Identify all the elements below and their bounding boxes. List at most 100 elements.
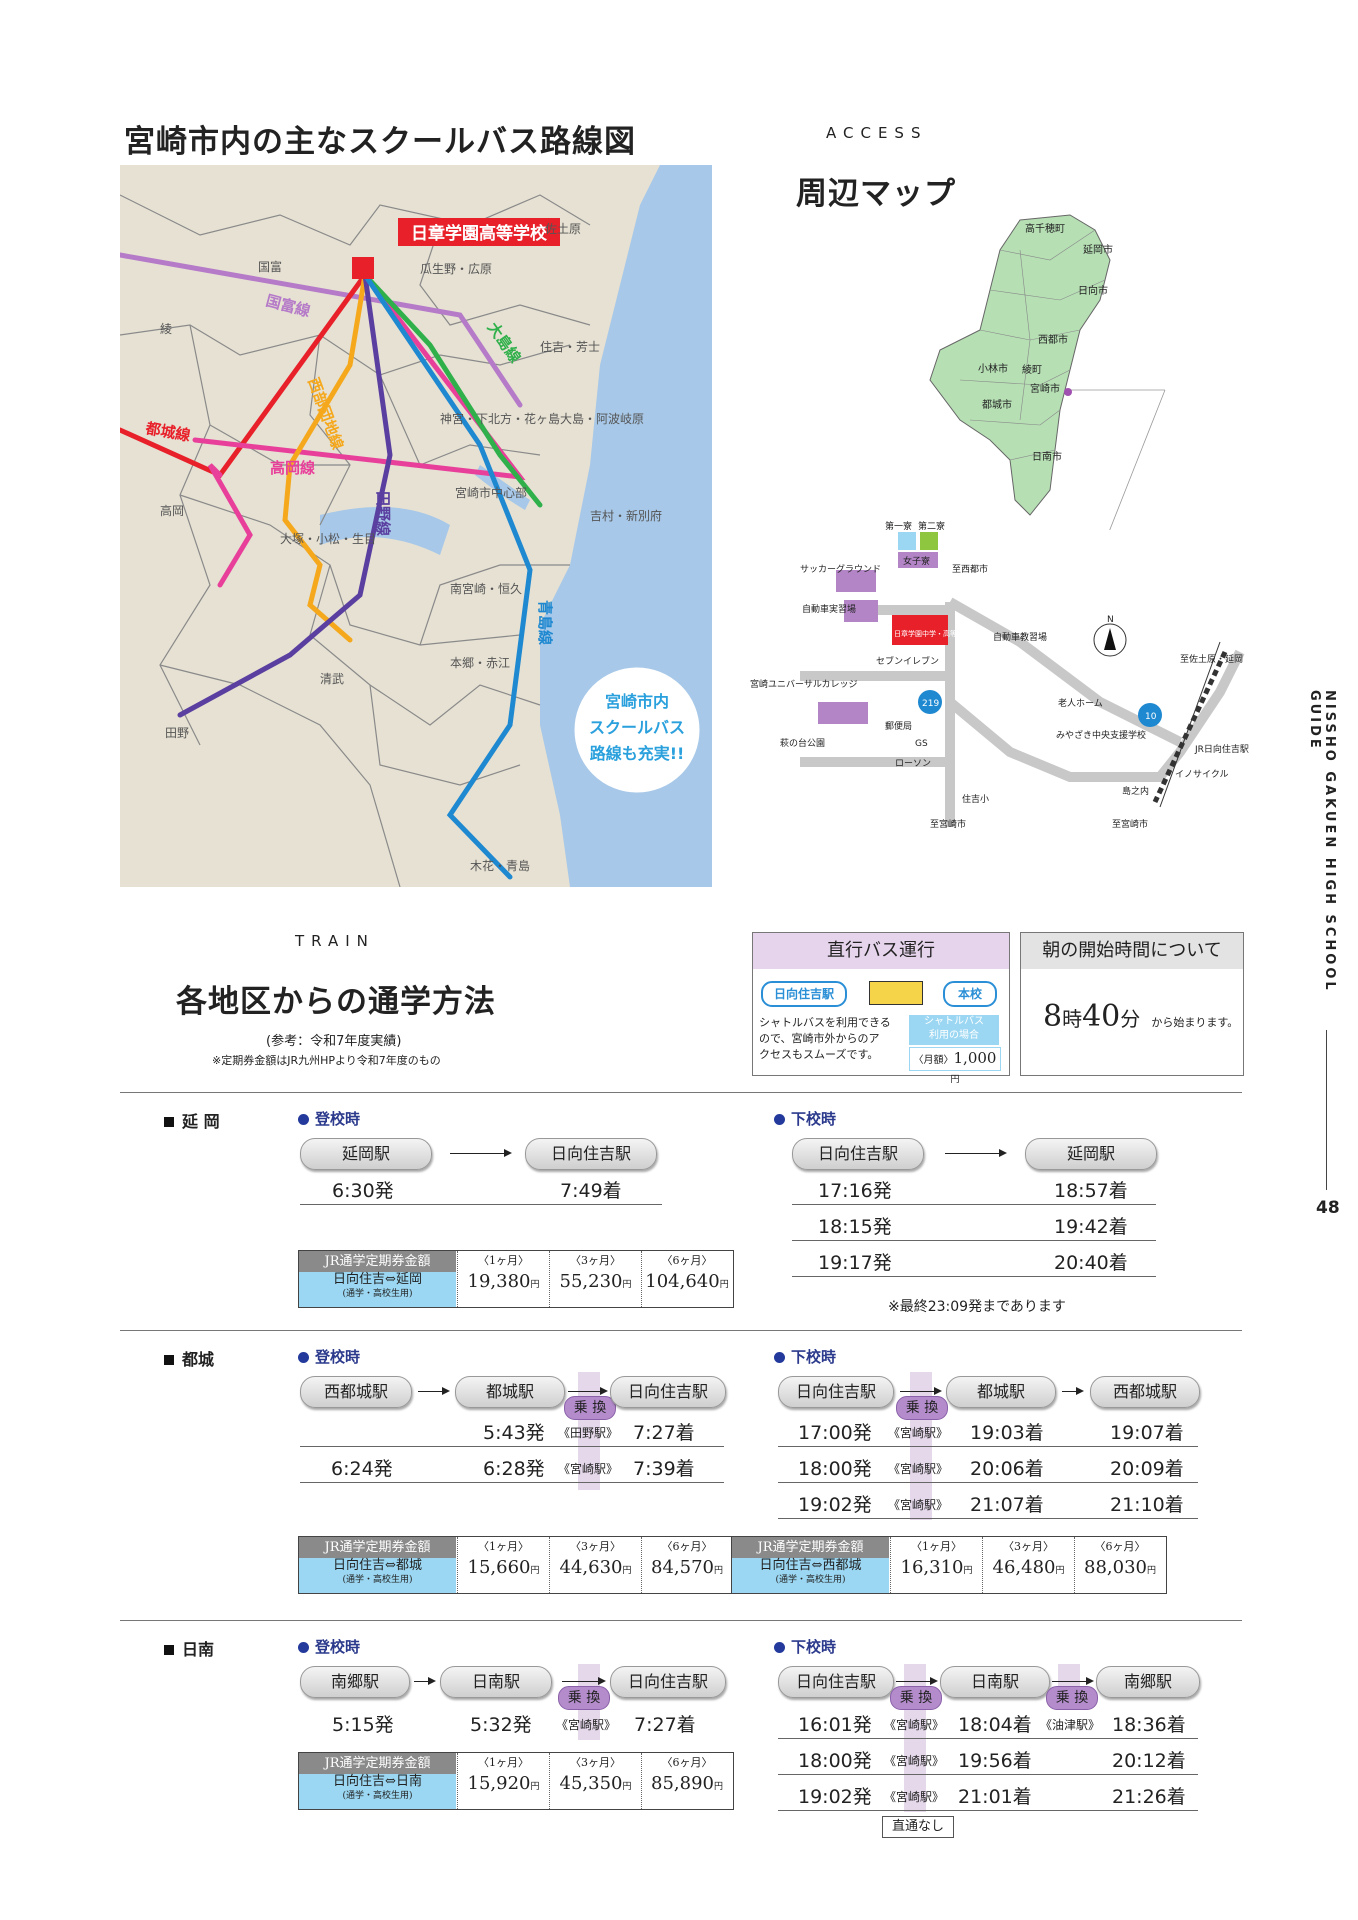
place-yoshimura: 吉村・新別府 bbox=[590, 508, 662, 523]
transfer-badge: 乗 換 bbox=[564, 1396, 616, 1420]
nobeoka-down-arr-2: 19:42着 bbox=[1054, 1216, 1128, 1238]
miyakonojo-up-via-2: 《宮崎駅》 bbox=[558, 1462, 619, 1476]
nichinan-to-school: 登校時 bbox=[298, 1636, 360, 1657]
area-nichinan: 日南 bbox=[164, 1636, 214, 1660]
nobeoka-down-dep-3: 19:17発 bbox=[818, 1252, 892, 1274]
miyakonojo-up-dep-2b: 6:28発 bbox=[483, 1458, 545, 1480]
place-seven-eleven: セブンイレブン bbox=[876, 655, 939, 667]
place-nursing-home: 老人ホーム bbox=[1058, 697, 1103, 709]
row-line bbox=[778, 1738, 1198, 1739]
train-tag: TRAIN bbox=[295, 932, 375, 950]
direct-bus-from: 日向住吉駅 bbox=[761, 981, 847, 1007]
arrow bbox=[1062, 1387, 1084, 1395]
place-driving-practice: 自動車実習場 bbox=[802, 603, 856, 615]
side-title: NISSHO GAKUEN HIGH SCHOOL GUIDE bbox=[1307, 690, 1337, 993]
promo-line-2: スクールバス bbox=[589, 718, 685, 737]
nichinan-down-via-3: 《宮崎駅》 bbox=[884, 1790, 945, 1804]
separator-mid bbox=[120, 1330, 1242, 1331]
nichinan-down-via-1: 《宮崎駅》 bbox=[884, 1718, 945, 1732]
bus-route-map: 日章学園高等学校 佐土原 国富 瓜生野・広原 綾 住吉・芳士 神宮・下北方・花ヶ… bbox=[120, 165, 712, 887]
place-aya: 綾 bbox=[160, 321, 172, 336]
nobeoka-down-dep-2: 18:15発 bbox=[818, 1216, 892, 1238]
station-nango: 南郷駅 bbox=[1096, 1666, 1200, 1698]
station-nichinan: 日南駅 bbox=[940, 1666, 1050, 1698]
arrow bbox=[1052, 1677, 1094, 1685]
nichinan-up-dep-1: 5:15発 bbox=[332, 1714, 394, 1736]
bus-map-title: 宮崎市内の主なスクールバス路線図 bbox=[124, 124, 636, 160]
route-10: 10 bbox=[1145, 712, 1157, 722]
start-time-box: 朝の開始時間について 8時40分 から始まります。 bbox=[1020, 932, 1244, 1076]
miyakonojo-up-arr-2: 7:39着 bbox=[633, 1458, 695, 1480]
pref-hyuga: 日向市 bbox=[1078, 284, 1108, 297]
nobeoka-down-dep-1: 17:16発 bbox=[818, 1180, 892, 1202]
place-innocycle: イノサイクル bbox=[1175, 769, 1229, 780]
row-line bbox=[778, 1810, 1198, 1811]
route-aoshima: 青島線 bbox=[536, 600, 554, 645]
pref-aya: 綾町 bbox=[1022, 363, 1042, 376]
place-lawson: ローソン bbox=[895, 759, 931, 769]
pref-nichinan: 日南市 bbox=[1032, 450, 1062, 463]
miyakonojo-down-dep-2: 18:00発 bbox=[798, 1458, 872, 1480]
place-kunitomi: 国富 bbox=[258, 259, 282, 274]
nichinan-down-mid-1: 18:04着 bbox=[958, 1714, 1032, 1736]
station-hyuga-sumiyoshi: 日向住吉駅 bbox=[792, 1138, 924, 1170]
miyakonojo-down-mid-2: 20:06着 bbox=[970, 1458, 1044, 1480]
nichinan-down-arr-1: 18:36着 bbox=[1112, 1714, 1186, 1736]
miyakonojo-from-school: 下校時 bbox=[774, 1346, 836, 1367]
miyakonojo-down-mid-3: 21:07着 bbox=[970, 1494, 1044, 1516]
separator-top bbox=[120, 1092, 1242, 1093]
north-label: N bbox=[1107, 615, 1114, 625]
route-takaoka: 高岡線 bbox=[270, 459, 315, 477]
start-time-title: 朝の開始時間について bbox=[1021, 933, 1243, 969]
place-college: 宮崎ユニバーサルカレッジ bbox=[750, 678, 858, 690]
place-hongo: 本郷・赤江 bbox=[450, 656, 510, 670]
route-219: 219 bbox=[922, 699, 939, 709]
row-line bbox=[778, 1446, 1198, 1447]
fare-note: ※定期券金額はJR九州HPより令和7年度のもの bbox=[212, 1054, 441, 1067]
row-line bbox=[300, 1482, 724, 1483]
pref-saito: 西都市 bbox=[1038, 333, 1068, 346]
place-uryuno: 瓜生野・広原 bbox=[420, 262, 492, 276]
nichinan-down-via-1b: 《油津駅》 bbox=[1040, 1718, 1101, 1732]
place-dorm1: 第一寮 bbox=[885, 520, 912, 532]
place-kibana: 木花・青島 bbox=[470, 858, 530, 873]
miyakonojo-to-school: 登校時 bbox=[298, 1346, 360, 1367]
nobeoka-down-arr-1: 18:57着 bbox=[1054, 1180, 1128, 1202]
pref-miyazaki: 宮崎市 bbox=[1030, 382, 1060, 395]
place-kiyotake: 清武 bbox=[320, 672, 344, 686]
reference-note: (参考：令和7年度実績) bbox=[266, 1034, 402, 1049]
place-to-sadowara: 至佐土原・延岡 bbox=[1180, 653, 1243, 665]
promo-line-3: 路線も充実!! bbox=[590, 744, 685, 763]
place-sumiyoshi-elementary: 住吉小 bbox=[962, 793, 989, 805]
area-miyakonojo: 都城 bbox=[164, 1346, 214, 1370]
place-shimanouchi: 島之内 bbox=[1122, 785, 1149, 797]
side-rule bbox=[1326, 1030, 1327, 1190]
station-hyuga-sumiyoshi: 日向住吉駅 bbox=[778, 1666, 894, 1698]
place-jr-station: JR日向住吉駅 bbox=[1194, 743, 1249, 755]
start-time-value: 8時40分 から始まります。 bbox=[1043, 999, 1239, 1034]
nobeoka-down-arr-3: 20:40着 bbox=[1054, 1252, 1128, 1274]
station-hyuga-sumiyoshi: 日向住吉駅 bbox=[610, 1666, 726, 1698]
nichinan-down-arr-3: 21:26着 bbox=[1112, 1786, 1186, 1808]
nichinan-no-direct: 直通なし bbox=[882, 1816, 954, 1838]
prefecture-map: 高千穂町 延岡市 日向市 西都市 小林市 綾町 宮崎市 都城市 日南市 bbox=[929, 214, 1166, 530]
row-line bbox=[792, 1204, 1156, 1205]
promo-line-1: 宮崎市内 bbox=[605, 692, 669, 711]
nichinan-down-mid-3: 21:01着 bbox=[958, 1786, 1032, 1808]
row-line bbox=[792, 1240, 1156, 1241]
commute-title: 各地区からの通学方法 bbox=[176, 984, 496, 1020]
transfer-badge: 乗 換 bbox=[1046, 1686, 1098, 1710]
direct-bus-desc: シャトルバスを利用できるので、宮崎市外からのアクセスもスムーズです。 bbox=[759, 1016, 891, 1061]
row-line bbox=[300, 1446, 724, 1447]
arrow bbox=[568, 1387, 608, 1395]
place-school: 日章学園中学・高等学校 bbox=[894, 629, 971, 638]
arrow bbox=[900, 1387, 942, 1395]
transfer-badge: 乗 換 bbox=[558, 1686, 610, 1710]
miyakonojo-down-arr-3: 21:10着 bbox=[1110, 1494, 1184, 1516]
place-soccer-ground: サッカーグラウンド bbox=[800, 563, 881, 575]
nichinan-down-dep-1: 16:01発 bbox=[798, 1714, 872, 1736]
miyakonojo-down-arr-2: 20:09着 bbox=[1110, 1458, 1184, 1480]
place-otsuka: 大塚・小松・生目 bbox=[280, 532, 376, 546]
miyakonojo-down-via-2: 《宮崎駅》 bbox=[888, 1462, 949, 1476]
station-hyuga-sumiyoshi: 日向住吉駅 bbox=[525, 1138, 657, 1170]
